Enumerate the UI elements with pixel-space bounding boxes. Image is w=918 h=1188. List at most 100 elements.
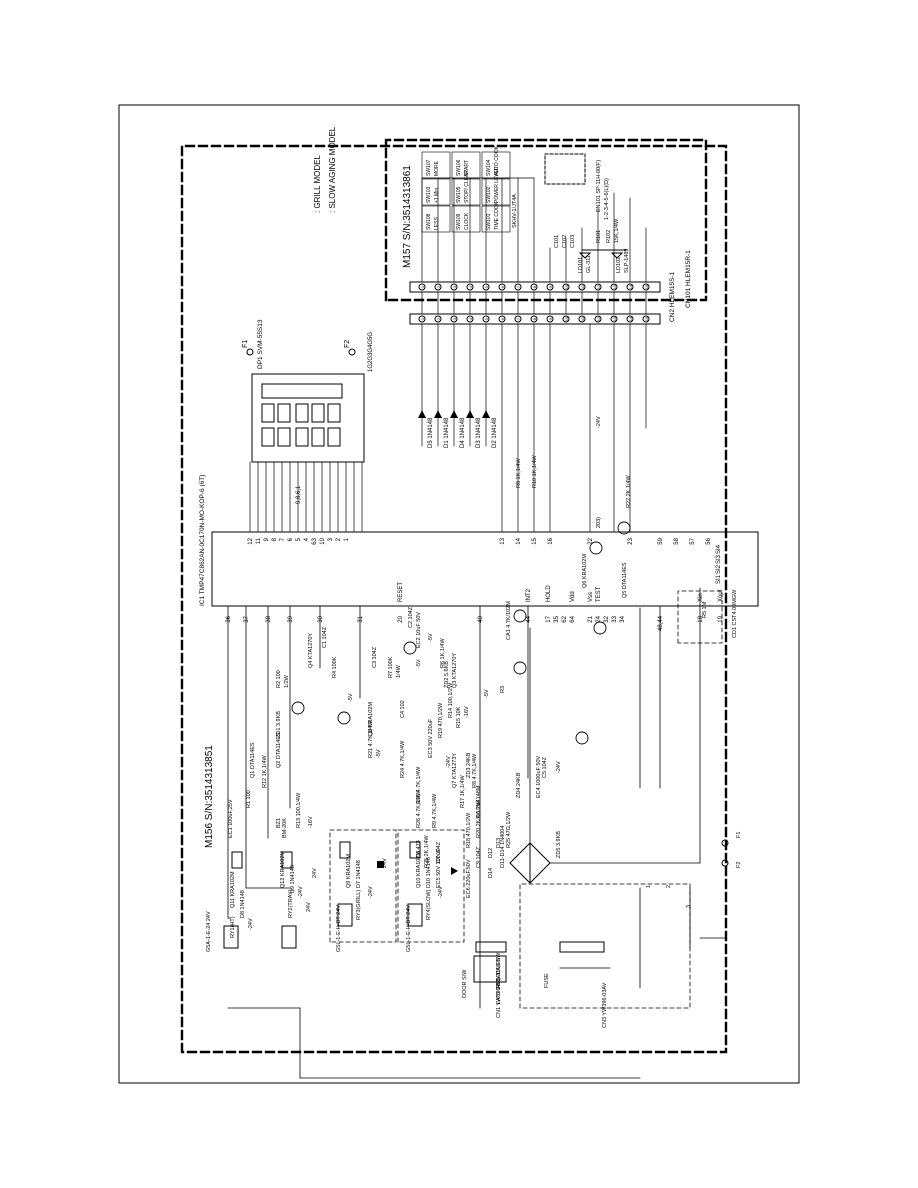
ic1-pin-name: HOLD xyxy=(546,585,552,602)
component-label: Q4 KTA1270Y xyxy=(308,633,314,668)
cn101-pin-number: 10 xyxy=(564,284,569,289)
component-label: Q9 KRA102M xyxy=(346,854,352,888)
cn2-pin xyxy=(626,315,634,323)
relay-symbols xyxy=(223,841,423,949)
cn2-pin xyxy=(610,315,618,323)
switch-id: SW105 xyxy=(456,186,462,203)
keypad-switch xyxy=(481,205,511,233)
component-label: ZD2 5.6KB xyxy=(444,661,450,688)
component-label: -16V xyxy=(464,706,470,718)
component-label: D7 1N4148 xyxy=(356,860,362,888)
r102-label: R102 xyxy=(606,230,612,243)
legend-grill: : GRILL MODEL xyxy=(313,155,322,213)
component-label: ZD3 24KB xyxy=(466,752,472,778)
ic1-pin-number: 30 xyxy=(318,615,324,622)
component-label: C7 104Z xyxy=(436,841,442,863)
component-label: Q2 DTA114ES xyxy=(276,732,282,768)
component-label: R24 4.7K,1/4W xyxy=(400,740,406,778)
component-label: BZ1 xyxy=(276,818,282,828)
component-label: RY2(TRAY) xyxy=(288,889,294,918)
switch-label: +1 Min xyxy=(434,188,440,203)
cn101-pin xyxy=(466,283,474,291)
ic1-pin-number: 57 xyxy=(690,537,696,544)
grill-relay-box xyxy=(329,829,397,943)
component-label: D9 1N4148 xyxy=(290,865,296,893)
board2-led-symbols xyxy=(578,249,627,259)
ic1-pin-number: 37 xyxy=(244,615,250,622)
display-dp1-label: DP1 SVM-55S13 xyxy=(257,319,264,369)
component-label: Q7 KTA1273Y xyxy=(452,753,458,788)
component-label: C9 104Z xyxy=(476,846,482,868)
ic1-pin-number: 6 xyxy=(288,537,294,541)
ic1-pin-number: 8 xyxy=(272,537,278,541)
cn2-pin-number: 2 xyxy=(436,317,441,320)
board2-title: M157 S/N:3514313861 xyxy=(402,165,413,268)
component-label: Q6 KRA102M xyxy=(582,554,588,588)
component-label: CN3 YW396-03AV xyxy=(602,982,608,1028)
keypad-switch xyxy=(451,151,481,179)
component-label: D6 1N4148M xyxy=(476,785,482,818)
component-label: 24V xyxy=(306,902,312,912)
ic1-pin-number: 11 xyxy=(256,537,262,544)
cn2-label: CN2 HLEM15S-1 xyxy=(669,271,676,322)
cn2-pin-number: 9 xyxy=(548,317,553,320)
cn101-pin xyxy=(530,283,538,291)
display-bus-lines xyxy=(249,461,363,533)
component-label: R16 4.7K,1/4W xyxy=(416,766,422,804)
keypad-switch xyxy=(481,151,511,179)
component-label: EC3 50V 220uF xyxy=(428,718,434,758)
component-label: Q8 KRA102M xyxy=(368,702,374,736)
display-f2-terminal xyxy=(348,348,356,356)
cn101-pin xyxy=(482,283,490,291)
cn101-pin-number: 5 xyxy=(484,285,489,288)
ic1-pin-name: Xin xyxy=(698,593,704,602)
cn2-bus-lines xyxy=(421,291,647,533)
ic1-pin-number: 44 xyxy=(526,615,532,622)
component-label: -5V xyxy=(484,689,490,698)
cn101-pin xyxy=(578,283,586,291)
ic1-pin-number: 18 xyxy=(698,615,704,622)
ic1-pin-name: TEST xyxy=(596,586,602,602)
component-label: EC2 10uF 50V xyxy=(416,612,422,648)
page-frame xyxy=(118,104,800,1084)
switch-label: POWER LEVEL xyxy=(494,167,500,203)
component-label: 24V xyxy=(312,868,318,878)
component-label: -16V xyxy=(308,816,314,828)
ld102-label: LD102 xyxy=(616,257,622,273)
switch-id: SW101 xyxy=(486,213,492,230)
switch-id: SW103 xyxy=(426,186,432,203)
f2-terminal xyxy=(721,859,729,867)
cn101-pin-number: 2 xyxy=(436,285,441,288)
component-label: D11-D14 1N4004 xyxy=(500,826,506,868)
cn101-pin xyxy=(610,283,618,291)
cn3-body xyxy=(559,941,605,953)
switch-label: TIME COOK xyxy=(494,201,500,230)
display-f1-label: F1 xyxy=(242,340,249,348)
ic1-pin-name: INT2 xyxy=(526,588,532,602)
legend-slow: : SLOW AGING MODEL xyxy=(328,126,337,213)
component-label: Q12 KRA102M xyxy=(280,851,286,888)
component-label: R26 4.7K,1/4W xyxy=(416,790,422,828)
component-label: R25 2K,1/4W xyxy=(424,834,430,868)
component-label: DOOR S/W xyxy=(462,969,468,998)
cn2-pin xyxy=(482,315,490,323)
cn2-pin-number: 15 xyxy=(644,316,649,321)
component-label: C2 104Z xyxy=(408,606,414,628)
c103-label: C103 xyxy=(570,235,576,248)
board-m157-outline xyxy=(384,138,708,302)
ic1-pin-number: 21 xyxy=(588,615,594,622)
component-label: -5V xyxy=(376,749,382,758)
component-label: C3 104Z xyxy=(372,646,378,668)
component-label: CN1 YW396-02V xyxy=(496,976,502,1018)
keypad-switch xyxy=(421,178,451,206)
component-label: D8 1N4148 xyxy=(240,890,246,918)
component-label: R18 470,1/2W xyxy=(466,812,472,848)
diode-label: D5 1N4148 xyxy=(428,417,434,448)
cn2-pin-number: 11 xyxy=(580,316,585,321)
component-label: -24V xyxy=(446,756,452,768)
component-label: EC6 220uF,50V xyxy=(466,859,472,898)
component-label: -24V xyxy=(368,886,374,898)
component-label: F2 xyxy=(736,862,742,868)
component-label: 3 xyxy=(686,905,692,908)
